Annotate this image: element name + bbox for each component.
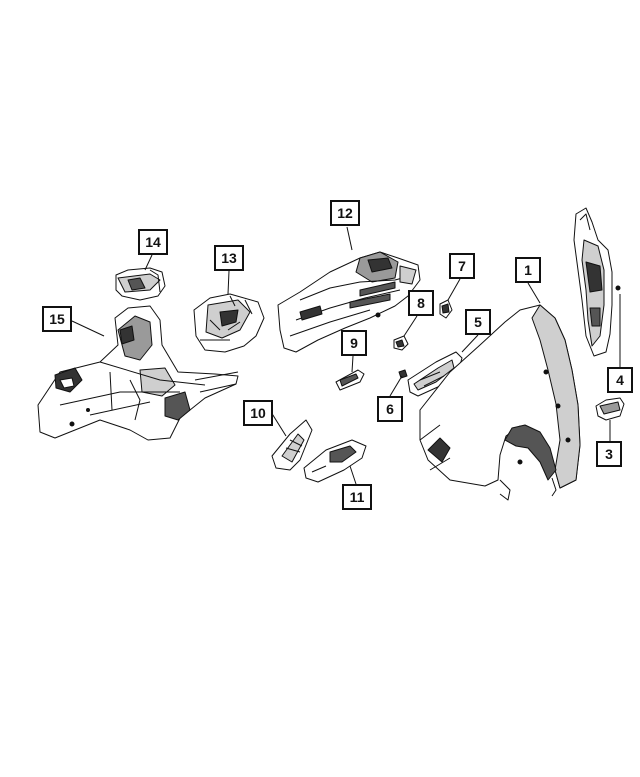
part-1-fender bbox=[419, 304, 581, 501]
callout-14: 14 bbox=[138, 229, 168, 255]
part-9-bracket bbox=[335, 369, 365, 391]
part-8-clip bbox=[393, 335, 409, 351]
part-11-bracket bbox=[303, 439, 367, 483]
part-12-cowl-panel bbox=[277, 251, 421, 353]
part-7-clip bbox=[439, 299, 453, 319]
callout-11: 11 bbox=[342, 484, 372, 510]
callout-13: 13 bbox=[214, 245, 244, 271]
part-4-pillar-reinforcement bbox=[573, 207, 621, 357]
part-6-fastener bbox=[398, 369, 408, 379]
part-14-shock-tower-cap bbox=[115, 267, 166, 301]
callout-8: 8 bbox=[408, 290, 434, 316]
callout-12: 12 bbox=[330, 200, 360, 226]
callout-4: 4 bbox=[607, 367, 633, 393]
part-13-wheelhouse-panel bbox=[193, 293, 265, 353]
callout-15: 15 bbox=[42, 306, 72, 332]
callout-10: 10 bbox=[243, 400, 273, 426]
callout-6: 6 bbox=[377, 396, 403, 422]
leader-lines bbox=[71, 226, 621, 485]
callout-5: 5 bbox=[465, 309, 491, 335]
part-10-gusset bbox=[271, 419, 313, 471]
callout-3: 3 bbox=[596, 441, 622, 467]
callout-1: 1 bbox=[515, 257, 541, 283]
part-3-bracket bbox=[595, 397, 625, 421]
callout-9: 9 bbox=[341, 330, 367, 356]
callout-7: 7 bbox=[449, 253, 475, 279]
part-15-frame-rail bbox=[37, 305, 239, 441]
